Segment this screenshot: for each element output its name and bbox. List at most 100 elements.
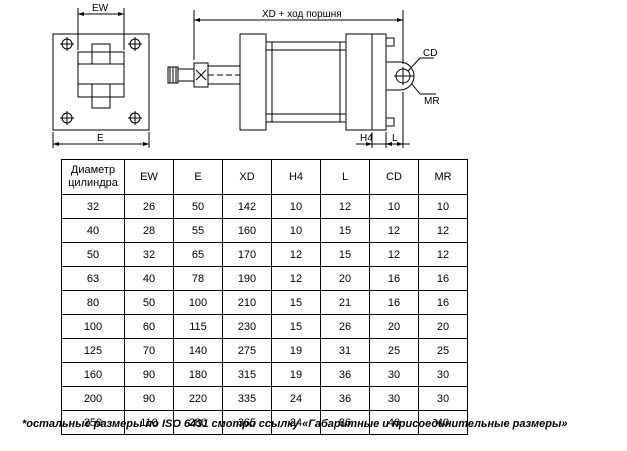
table-cell: 15: [271, 314, 321, 339]
front-cap: [239, 33, 267, 131]
header-l: L: [320, 159, 370, 195]
table-cell: 100: [61, 314, 125, 339]
table-cell: 12: [369, 242, 419, 267]
table-cell: 30: [418, 362, 468, 387]
table-cell: 32: [61, 194, 125, 219]
header-ew: EW: [124, 159, 174, 195]
cd-leader: [407, 57, 421, 72]
header-mr: MR: [418, 159, 468, 195]
header-cylinder-diameter: Диаметр цилиндра: [61, 159, 125, 195]
table-cell: 190: [222, 266, 272, 291]
table-cell: 90: [124, 386, 174, 411]
table-cell: 12: [418, 242, 468, 267]
table-cell: 10: [418, 194, 468, 219]
table-cell: 16: [418, 290, 468, 315]
table-cell: 16: [369, 290, 419, 315]
table-cell: 20: [418, 314, 468, 339]
table-cell: 25: [369, 338, 419, 363]
header-e: E: [173, 159, 223, 195]
table-cell: 78: [173, 266, 223, 291]
table-cell: 12: [418, 218, 468, 243]
table-cell: 55: [173, 218, 223, 243]
table-cell: 230: [222, 314, 272, 339]
table-cell: 60: [124, 314, 174, 339]
table-cell: 63: [61, 266, 125, 291]
mr-label: MR: [424, 96, 440, 107]
table-cell: 12: [271, 266, 321, 291]
table-cell: 26: [124, 194, 174, 219]
table-cell: 335: [222, 386, 272, 411]
table-cell: 40: [61, 218, 125, 243]
h4-label: H4: [360, 133, 373, 144]
table-cell: 365: [222, 410, 272, 435]
table-cell: 19: [271, 362, 321, 387]
table-cell: 86: [320, 410, 370, 435]
table-cell: 160: [61, 362, 125, 387]
table-cell: 24: [271, 386, 321, 411]
table-cell: 170: [222, 242, 272, 267]
table-cell: 220: [173, 386, 223, 411]
table-cell: 10: [369, 194, 419, 219]
table-cell: 15: [320, 242, 370, 267]
table-cell: 31: [320, 338, 370, 363]
table-cell: 200: [61, 386, 125, 411]
table-cell: 12: [369, 218, 419, 243]
table-cell: 30: [369, 386, 419, 411]
front-view-flange: [52, 33, 150, 131]
table-cell: 12: [320, 194, 370, 219]
table-cell: 15: [271, 290, 321, 315]
cylinder-barrel: [265, 41, 347, 123]
table-cell: 32: [124, 242, 174, 267]
table-cell: 250: [61, 410, 125, 435]
header-cd: CD: [369, 159, 419, 195]
table-cell: 10: [271, 194, 321, 219]
header-h4: H4: [271, 159, 321, 195]
header-xd: XD: [222, 159, 272, 195]
table-cell: 30: [418, 386, 468, 411]
table-cell: 40: [124, 266, 174, 291]
table-cell: 19: [271, 338, 321, 363]
mr-leader: [411, 83, 421, 95]
table-cell: 20: [369, 314, 419, 339]
table-cell: 40: [418, 410, 468, 435]
table-cell: 140: [173, 338, 223, 363]
table-cell: 125: [61, 338, 125, 363]
table-cell: 100: [173, 290, 223, 315]
table-cell: 115: [173, 314, 223, 339]
table-cell: 50: [173, 194, 223, 219]
table-cell: 50: [124, 290, 174, 315]
table-cell: 275: [222, 338, 272, 363]
table-cell: 90: [124, 362, 174, 387]
table-cell: 25: [418, 338, 468, 363]
table-cell: 80: [61, 290, 125, 315]
table-cell: 210: [222, 290, 272, 315]
front-view-mounting-holes: [60, 37, 142, 125]
table-cell: 12: [271, 242, 321, 267]
table-cell: 15: [320, 218, 370, 243]
table-cell: 142: [222, 194, 272, 219]
table-cell: 70: [124, 338, 174, 363]
l-label: L: [392, 133, 398, 144]
table-cell: 160: [222, 218, 272, 243]
table-cell: 110: [124, 410, 174, 435]
rear-cap: [345, 33, 387, 131]
table-cell: 28: [124, 218, 174, 243]
front-view-clevis: [77, 51, 125, 98]
footnote: *остальные размеры по ISO 6431 смотри сс…: [22, 418, 568, 430]
table-cell: 20: [320, 266, 370, 291]
table-cell: 16: [418, 266, 468, 291]
table-cell: 21: [320, 290, 370, 315]
table-cell: 26: [320, 314, 370, 339]
ew-label: EW: [92, 3, 109, 14]
